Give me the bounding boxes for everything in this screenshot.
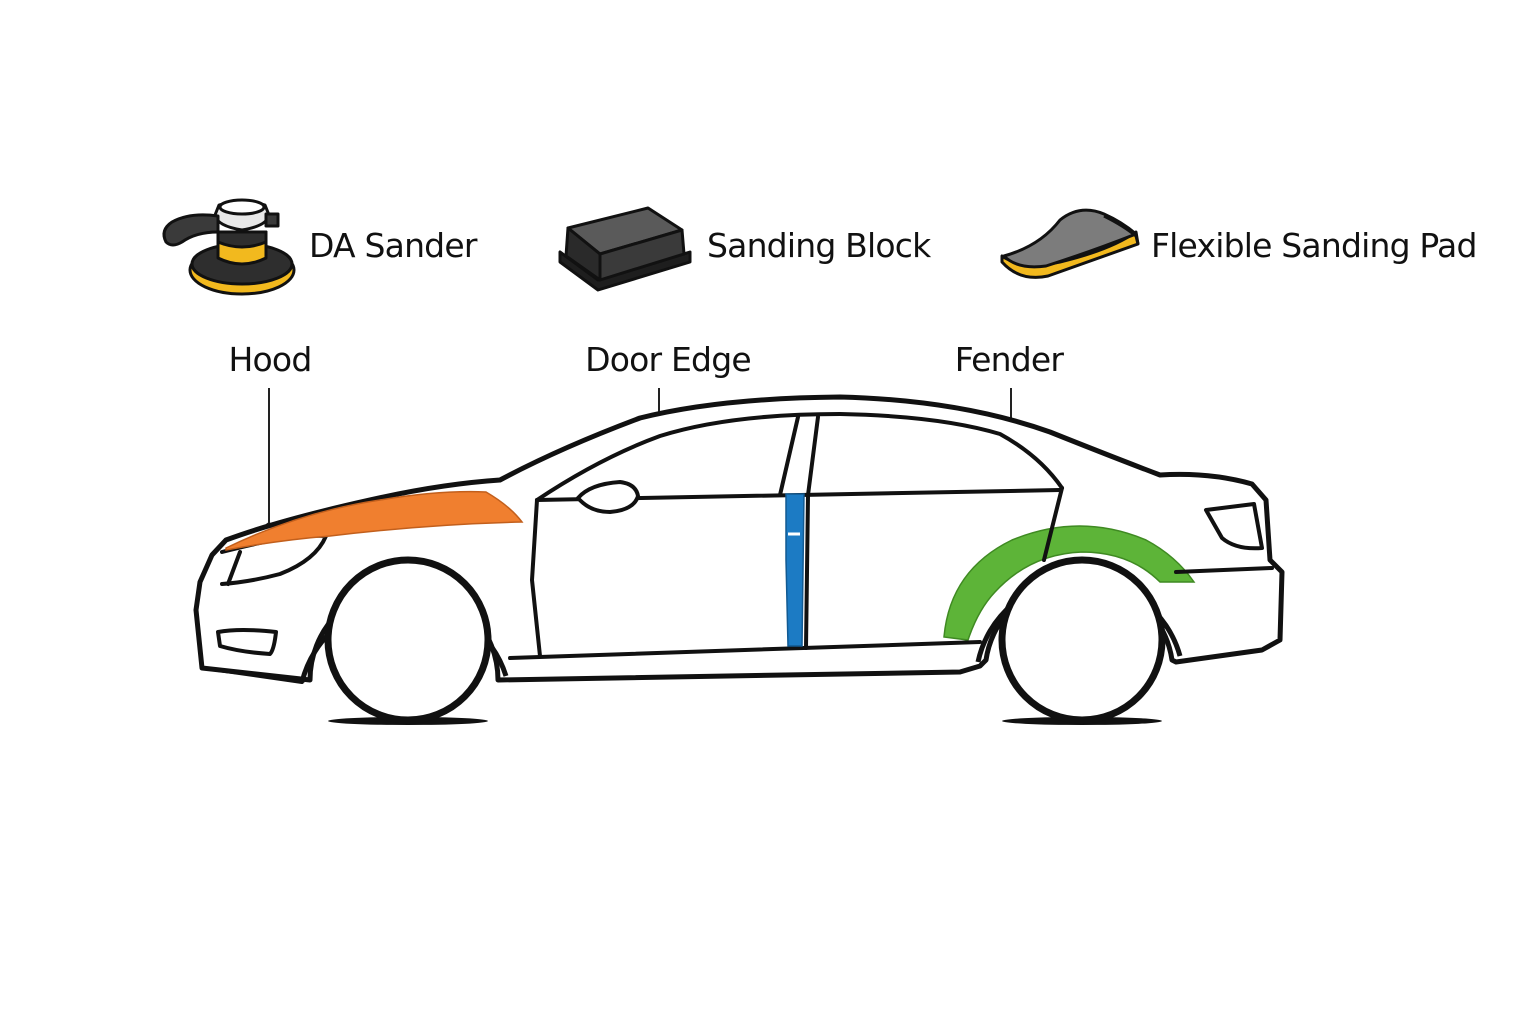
legend-da-sander-label: DA Sander — [309, 226, 477, 265]
fender-highlight — [943, 525, 1196, 641]
wheel-shadows — [328, 717, 1162, 725]
front-wheel — [299, 556, 509, 724]
legend-flexible-sanding-pad-label: Flexible Sanding Pad — [1151, 226, 1477, 265]
part-label-hood: Hood — [228, 340, 313, 379]
hood-highlight — [225, 490, 524, 551]
rear-wheel — [975, 556, 1183, 724]
car-details — [202, 412, 1274, 684]
door-edge-highlight — [785, 493, 805, 647]
part-label-door-edge: Door Edge — [585, 340, 752, 379]
da-sander-icon — [162, 198, 296, 296]
legend-sanding-block-label: Sanding Block — [707, 226, 931, 265]
part-label-fender: Fender — [954, 340, 1064, 379]
sanding-block-icon — [558, 206, 692, 292]
flexible-sanding-pad-icon — [1000, 208, 1140, 279]
